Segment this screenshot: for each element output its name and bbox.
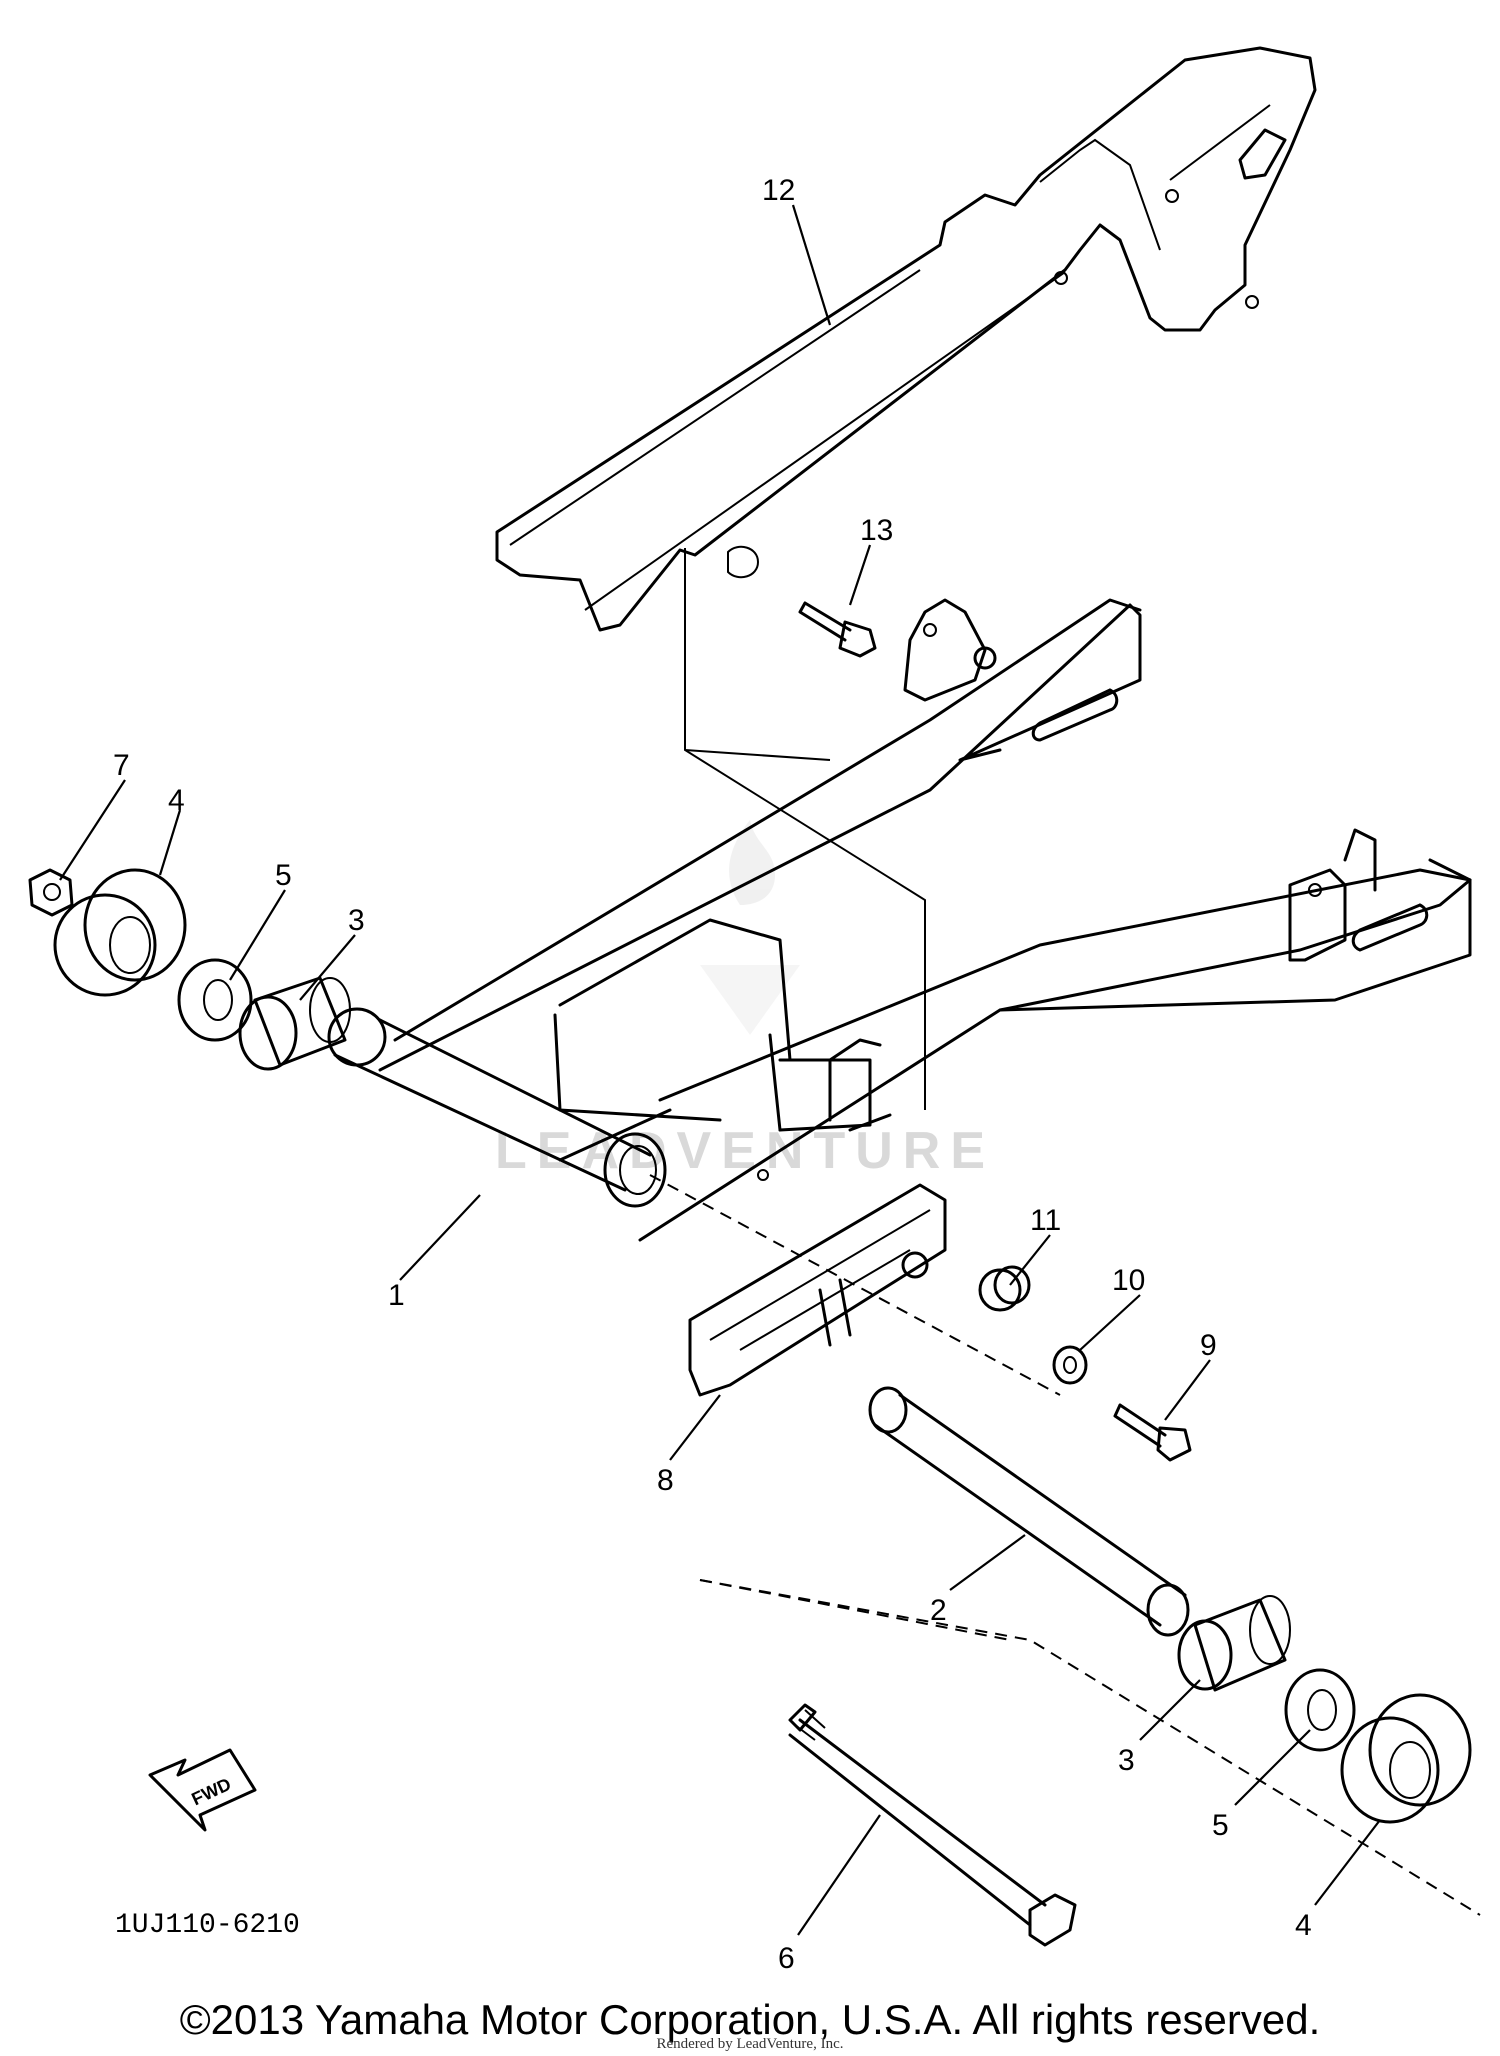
callout-3-right: 3 <box>1118 1744 1135 1777</box>
chain-guard <box>495 46 1317 632</box>
callout-5-right: 5 <box>1212 1809 1229 1842</box>
callout-leaders <box>59 204 1381 1936</box>
callout-2: 2 <box>930 1594 947 1627</box>
callout-13: 13 <box>860 514 893 547</box>
seal-4-right <box>1340 1693 1472 1824</box>
chain-puller-8 <box>688 1183 947 1397</box>
callout-8: 8 <box>657 1464 674 1497</box>
washer-5-left <box>177 958 253 1042</box>
callout-labels: 12 13 7 4 5 3 1 8 11 10 9 2 3 5 4 6 <box>113 174 1312 1975</box>
pivot-shaft-6 <box>788 1703 1077 1947</box>
callout-3-left: 3 <box>348 904 365 937</box>
callout-9: 9 <box>1200 1329 1217 1362</box>
bolt-13 <box>798 601 877 658</box>
drawing-code: 1UJ110-6210 <box>115 1910 300 1941</box>
upper-shock-bracket <box>903 598 997 702</box>
leadventure-watermark-logo <box>700 820 800 1035</box>
callout-5-left: 5 <box>275 859 292 892</box>
forward-arrow-icon: FWD <box>148 1748 257 1832</box>
callout-4-right: 4 <box>1295 1909 1312 1942</box>
callout-10: 10 <box>1112 1264 1145 1297</box>
bushing-3-right <box>1177 1595 1291 1692</box>
collar-11 <box>978 1265 1031 1312</box>
callout-1: 1 <box>388 1279 405 1312</box>
callout-4-left: 4 <box>168 784 185 817</box>
rendered-by-notice: Rendered by LeadVenture, Inc. <box>656 2036 844 2052</box>
callout-7: 7 <box>113 749 130 782</box>
assembly-lines <box>649 548 1481 1916</box>
collar-2 <box>868 1386 1190 1637</box>
right-bracket <box>1288 828 1377 962</box>
bolt-9 <box>1113 1403 1192 1462</box>
nut-7 <box>28 868 74 917</box>
seal-4-left <box>53 868 187 997</box>
callout-6: 6 <box>778 1942 795 1975</box>
swingarm <box>378 598 1472 1242</box>
callout-12: 12 <box>762 174 795 207</box>
swingarm-parts-diagram: LEADVENTURE <box>28 46 1481 1975</box>
washer-10 <box>1052 1345 1088 1385</box>
copyright-notice: ©2013 Yamaha Motor Corporation, U.S.A. A… <box>179 1996 1321 2043</box>
pivot-tube <box>327 1007 667 1208</box>
cross-tube <box>778 1038 892 1132</box>
callout-11: 11 <box>1030 1204 1061 1237</box>
bushing-3-left <box>238 976 351 1071</box>
washer-5-right <box>1284 1668 1356 1752</box>
